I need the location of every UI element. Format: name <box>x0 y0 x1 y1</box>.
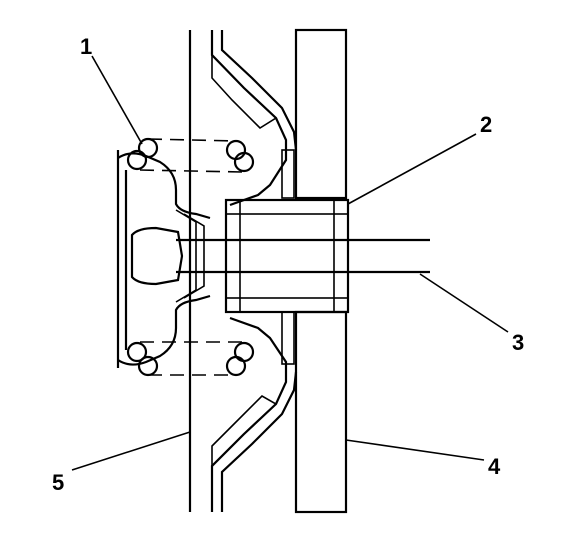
leader-line-1 <box>91 55 143 145</box>
callout-1: 1 <box>80 34 92 59</box>
clamp-spring-1 <box>126 137 255 377</box>
leader-line-5 <box>71 431 191 471</box>
grommet-boot <box>116 150 211 368</box>
leader-line-2 <box>347 133 477 205</box>
leader-line-3 <box>419 273 509 333</box>
leader-line-4 <box>345 439 485 461</box>
callout-4: 4 <box>488 454 501 479</box>
callout-3: 3 <box>512 330 524 355</box>
callout-2: 2 <box>480 112 492 137</box>
rod-3 <box>176 238 430 274</box>
sleeve-2 <box>224 198 350 314</box>
callout-5: 5 <box>52 470 64 495</box>
